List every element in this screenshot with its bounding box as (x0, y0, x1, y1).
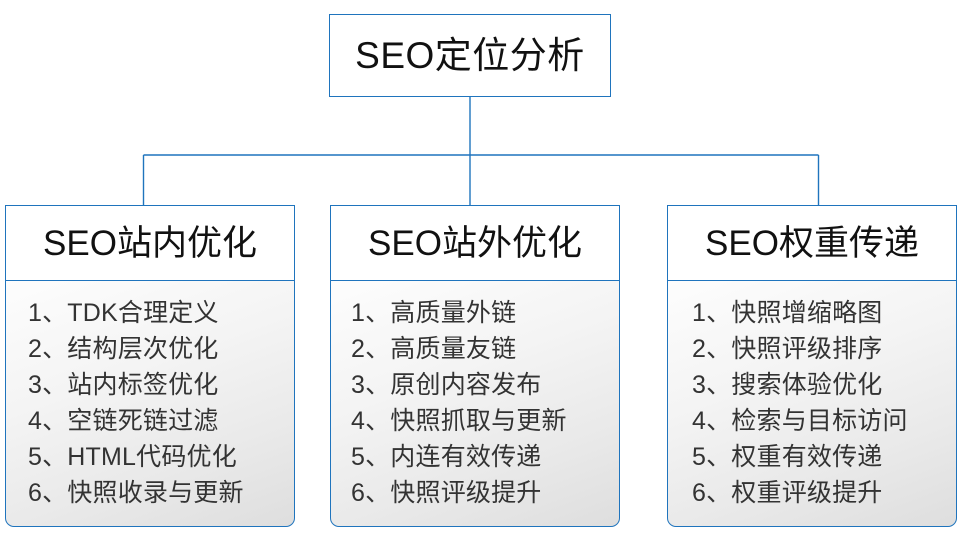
branch-header-label-2: SEO站外优化 (368, 223, 582, 263)
list-item: 5、权重有效传递 (692, 442, 883, 471)
list-item: 4、快照抓取与更新 (351, 406, 567, 435)
list-item: 2、结构层次优化 (28, 334, 219, 363)
list-item: 2、高质量友链 (351, 334, 517, 363)
branch-column-2: SEO站外优化 1、高质量外链 2、高质量友链 3、原创内容发布 4、快照抓取与… (330, 205, 620, 527)
branch-column-1: SEO站内优化 1、TDK合理定义 2、结构层次优化 3、站内标签优化 4、空链… (5, 205, 295, 527)
branch-header-1[interactable]: SEO站内优化 (5, 205, 295, 281)
list-item: 6、权重评级提升 (692, 478, 883, 507)
branch-header-2[interactable]: SEO站外优化 (330, 205, 620, 281)
list-item: 3、搜索体验优化 (692, 370, 883, 399)
branch-header-3[interactable]: SEO权重传递 (667, 205, 957, 281)
branch-column-3: SEO权重传递 1、快照增缩略图 2、快照评级排序 3、搜索体验优化 4、检索与… (667, 205, 957, 527)
list-item: 5、HTML代码优化 (28, 442, 237, 471)
list-item: 3、原创内容发布 (351, 370, 542, 399)
list-item: 6、快照评级提升 (351, 478, 542, 507)
list-item: 4、空链死链过滤 (28, 406, 219, 435)
branch-header-label-3: SEO权重传递 (705, 223, 919, 263)
list-item: 1、快照增缩略图 (692, 298, 883, 327)
list-item: 3、站内标签优化 (28, 370, 219, 399)
list-item: 1、TDK合理定义 (28, 298, 219, 327)
root-node-label: SEO定位分析 (355, 35, 585, 76)
branch-body-2: 1、高质量外链 2、高质量友链 3、原创内容发布 4、快照抓取与更新 5、内连有… (330, 279, 620, 527)
branch-body-1: 1、TDK合理定义 2、结构层次优化 3、站内标签优化 4、空链死链过滤 5、H… (5, 279, 295, 527)
list-item: 2、快照评级排序 (692, 334, 883, 363)
list-item: 6、快照收录与更新 (28, 478, 244, 507)
list-item: 5、内连有效传递 (351, 442, 542, 471)
branch-body-3: 1、快照增缩略图 2、快照评级排序 3、搜索体验优化 4、检索与目标访问 5、权… (667, 279, 957, 527)
list-item: 1、高质量外链 (351, 298, 517, 327)
root-node[interactable]: SEO定位分析 (329, 14, 611, 97)
branch-header-label-1: SEO站内优化 (43, 223, 257, 263)
list-item: 4、检索与目标访问 (692, 406, 908, 435)
